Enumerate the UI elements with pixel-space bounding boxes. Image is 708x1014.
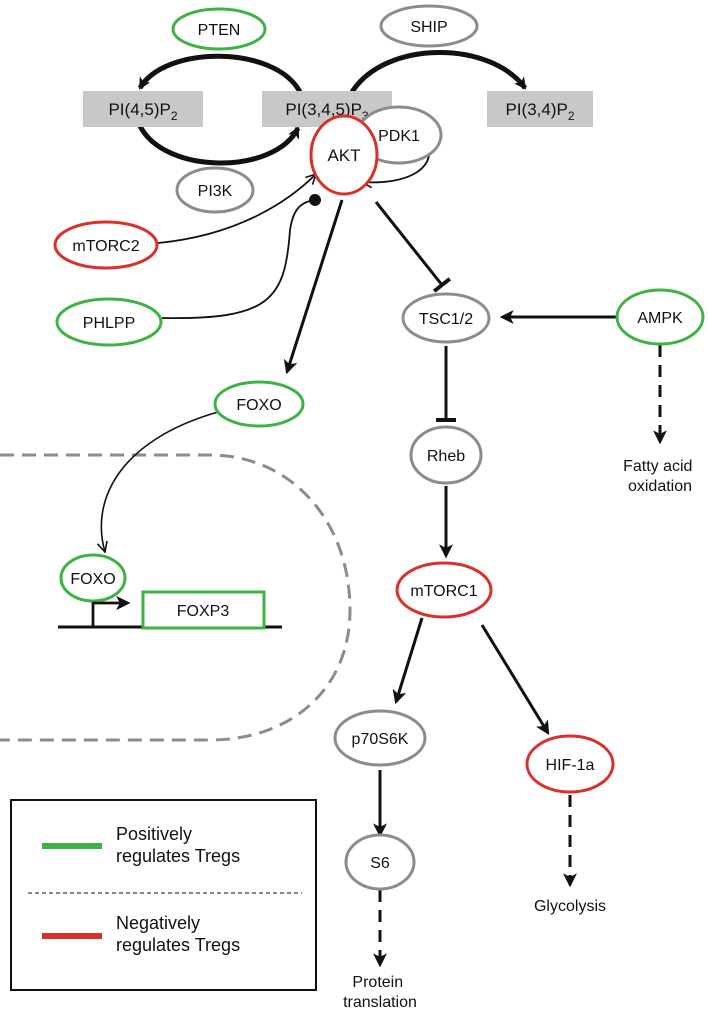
arrow-ship-top bbox=[349, 50, 528, 94]
arrow-pten-top bbox=[137, 53, 303, 94]
output-protein-translation: Protein translation bbox=[343, 974, 417, 1011]
promoter-arrow-overlay bbox=[91, 596, 131, 627]
svg-text:Rheb: Rheb bbox=[427, 448, 465, 465]
svg-text:PTEN: PTEN bbox=[198, 22, 241, 39]
node-ship: SHIP bbox=[379, 4, 479, 48]
svg-text:p70S6K: p70S6K bbox=[352, 731, 409, 748]
arrow-akt-foxo bbox=[283, 199, 344, 375]
node-s6: S6 bbox=[344, 833, 416, 891]
output-glycolysis: Glycolysis bbox=[534, 898, 606, 915]
svg-text:SHIP: SHIP bbox=[410, 19, 447, 36]
svg-text:PI3K: PI3K bbox=[198, 183, 233, 200]
arrow-mtorc1-hif1a bbox=[480, 624, 550, 735]
svg-text:PI(3,4,5)P3: PI(3,4,5)P3 bbox=[285, 100, 369, 123]
svg-text:FOXP3: FOXP3 bbox=[177, 603, 230, 620]
svg-text:FOXO: FOXO bbox=[70, 571, 115, 588]
nucleus-boundary bbox=[0, 453, 352, 742]
arrow-mtorc1-p70s6k bbox=[392, 617, 424, 705]
svg-text:S6: S6 bbox=[370, 855, 390, 872]
node-foxo-nucleus: FOXO bbox=[59, 553, 127, 603]
svg-text:AMPK: AMPK bbox=[637, 310, 683, 327]
svg-text:HIF-1a: HIF-1a bbox=[546, 757, 595, 774]
legend: Positively regulates Tregs Negatively re… bbox=[10, 799, 317, 991]
svg-text:mTORC2: mTORC2 bbox=[72, 238, 139, 255]
inhibition-phlpp-akt bbox=[161, 194, 321, 319]
promoter-arrow bbox=[91, 596, 131, 627]
svg-text:mTORC1: mTORC1 bbox=[410, 583, 477, 600]
node-akt: AKT bbox=[309, 114, 379, 196]
arrow-foxo-nucleus bbox=[101, 411, 219, 552]
inhibition-akt-tsc bbox=[374, 201, 452, 293]
svg-text:PHLPP: PHLPP bbox=[83, 315, 135, 332]
node-hif1a: HIF-1a bbox=[525, 734, 615, 794]
node-pten: PTEN bbox=[171, 7, 267, 51]
node-foxo-cytoplasm: FOXO bbox=[213, 380, 305, 428]
svg-text:FOXO: FOXO bbox=[236, 397, 281, 414]
svg-text:PI(3,4)P2: PI(3,4)P2 bbox=[505, 100, 574, 123]
pi45p2-box: PI(4,5)P2 bbox=[83, 91, 203, 127]
node-mtorc1: mTORC1 bbox=[395, 561, 493, 619]
arrow-pi3k-bottom bbox=[137, 124, 301, 166]
svg-text:TSC1/2: TSC1/2 bbox=[419, 311, 473, 328]
node-mtorc2: mTORC2 bbox=[53, 220, 159, 270]
legend-label-positive: Positively regulates Tregs bbox=[116, 824, 240, 866]
node-ampk: AMPK bbox=[615, 288, 705, 346]
node-tsc12: TSC1/2 bbox=[401, 292, 491, 344]
node-p70s6k: p70S6K bbox=[333, 709, 427, 767]
node-pi3k: PI3K bbox=[175, 166, 255, 214]
node-rheb: Rheb bbox=[409, 425, 483, 485]
output-fatty-acid: Fatty acid oxidation bbox=[623, 458, 697, 495]
svg-text:AKT: AKT bbox=[327, 146, 360, 165]
pi34p2-box: PI(3,4)P2 bbox=[487, 91, 593, 127]
svg-text:PDK1: PDK1 bbox=[378, 128, 420, 145]
node-phlpp: PHLPP bbox=[55, 297, 163, 347]
node-foxp3-gene: FOXP3 bbox=[141, 590, 266, 630]
legend-label-negative: Negatively regulates Tregs bbox=[116, 913, 240, 955]
arrow-mtorc2-akt bbox=[157, 174, 316, 244]
svg-text:PI(4,5)P2: PI(4,5)P2 bbox=[108, 100, 177, 123]
